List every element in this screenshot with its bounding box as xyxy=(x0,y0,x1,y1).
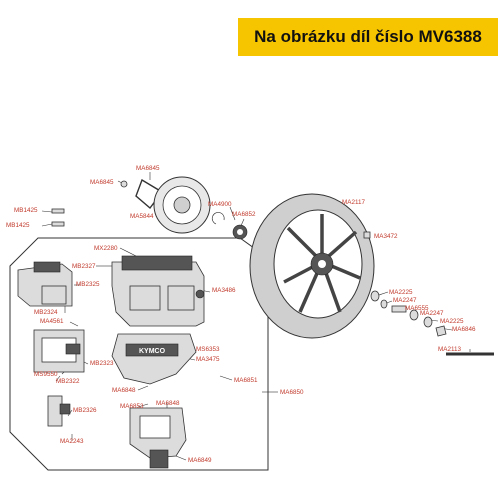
label-MA6845a: MA6845 xyxy=(136,165,160,172)
label-MB2325: MB2325 xyxy=(76,281,100,288)
label-MA6852: MA6852 xyxy=(232,211,256,218)
label-MB2326: MB2326 xyxy=(73,407,97,414)
label-MA2117: MA2117 xyxy=(342,199,365,206)
label-MS6353: MS6353 xyxy=(196,346,220,353)
brand-label: KYMCO xyxy=(139,348,166,355)
wheel-ma2117 xyxy=(249,193,375,339)
label-MA6850: MA6850 xyxy=(280,389,304,396)
caliper-bracket: KYMCO xyxy=(111,333,197,385)
leader-lines xyxy=(41,172,471,461)
label-MA6851: MA6851 xyxy=(234,377,258,384)
label-MA2225a: MA2225 xyxy=(389,289,413,296)
label-MA6848a: MA6848 xyxy=(112,387,136,394)
label-MB2323: MB2323 xyxy=(90,360,114,367)
label-MA6848b: MA6848 xyxy=(156,400,180,407)
label-MA6555: MA6555 xyxy=(405,305,429,312)
label-MB1425a: MB1425 xyxy=(14,207,38,214)
label-MB1425b: MB1425 xyxy=(6,222,30,229)
bearing-ma6852 xyxy=(211,212,248,240)
label-MA6845b: MA6845 xyxy=(90,179,114,186)
hose-fitting xyxy=(47,395,71,427)
label-MA2243: MA2243 xyxy=(60,438,84,445)
part-labels: MA6845 MA6845 MA5844 MA4900 MA6852 MA211… xyxy=(6,165,476,464)
brake-pads xyxy=(17,261,73,307)
label-MA2225b: MA2225 xyxy=(440,318,464,325)
label-MA3486: MA3486 xyxy=(212,287,236,294)
label-MB2324: MB2324 xyxy=(34,309,58,316)
brake-caliper xyxy=(111,255,205,327)
label-MX2280: MX2280 xyxy=(94,245,118,252)
screw-ma3472 xyxy=(363,231,371,239)
bracket-ma6845 xyxy=(120,178,164,210)
label-MA6853: MA6853 xyxy=(120,403,144,410)
label-MA6849: MA6849 xyxy=(188,457,212,464)
label-MA3472: MA3472 xyxy=(374,233,398,240)
banner-text: Na obrázku díl číslo MV6388 xyxy=(254,27,482,46)
spacers-and-axle xyxy=(370,290,494,356)
label-MA2247a: MA2247 xyxy=(393,297,417,304)
label-MA3475: MA3475 xyxy=(196,356,220,363)
label-MA5844: MA5844 xyxy=(130,213,154,220)
bolt-mb1425 xyxy=(51,208,65,227)
label-MA2113: MA2113 xyxy=(438,346,461,353)
master-cylinder xyxy=(33,329,85,373)
label-MA2247b: MA2247 xyxy=(420,310,444,317)
brake-disc xyxy=(153,176,211,234)
label-MA4561: MA4561 xyxy=(40,318,64,325)
assembly-frame xyxy=(9,237,269,471)
label-MA6846: MA6846 xyxy=(452,326,476,333)
label-MB2322: MB2322 xyxy=(56,378,80,385)
label-MA4900: MA4900 xyxy=(208,201,232,208)
lower-caliper xyxy=(129,407,187,469)
label-MS9550: MS9550 xyxy=(34,371,58,378)
label-MB2327: MB2327 xyxy=(72,263,96,270)
part-number-banner: Na obrázku díl číslo MV6388 xyxy=(238,18,498,56)
